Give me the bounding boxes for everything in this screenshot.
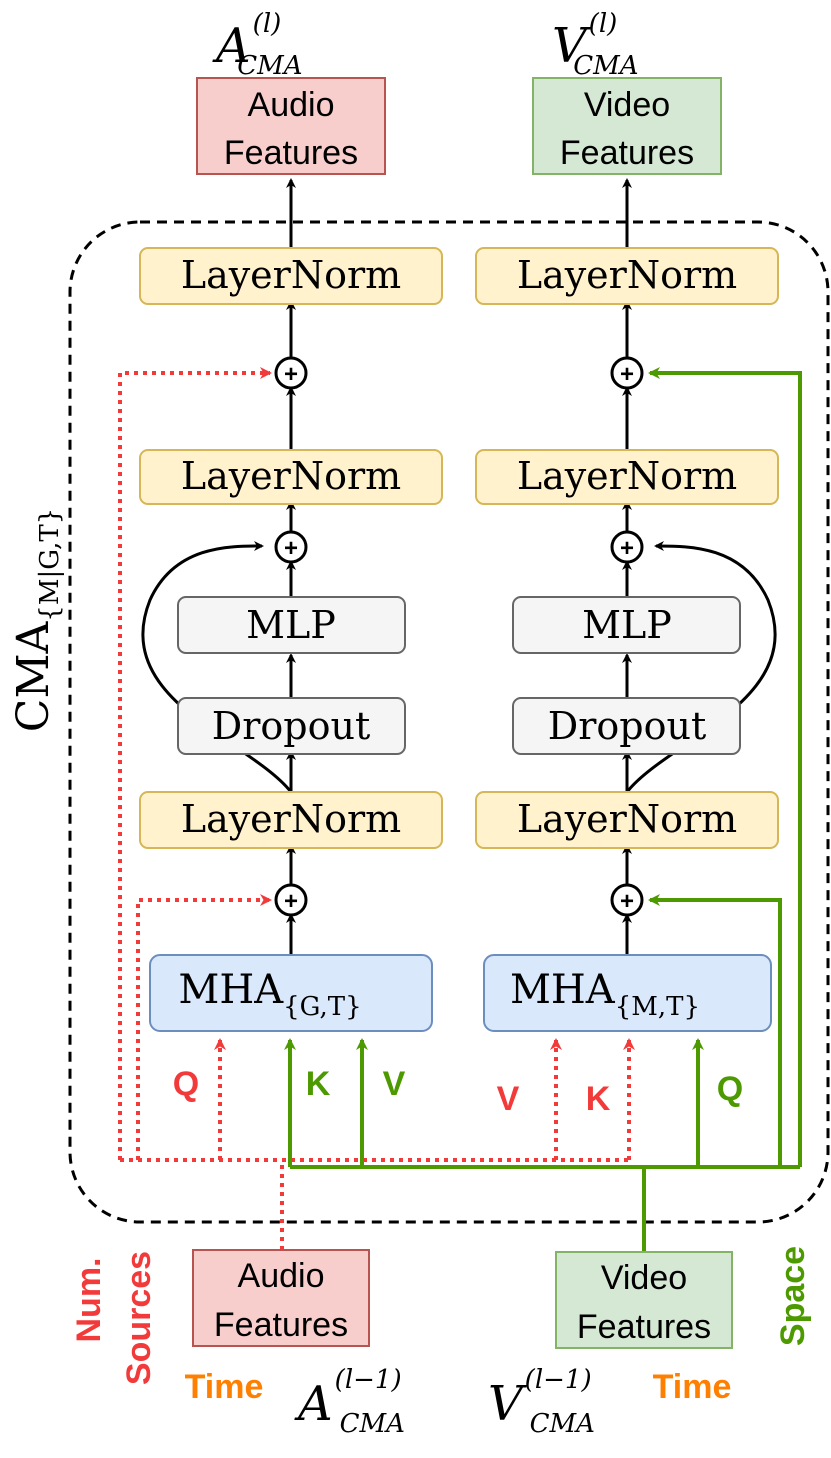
svg-text:MHA{M,T}: MHA{M,T}	[510, 967, 700, 1022]
video-layernorm-bottom	[475, 791, 779, 849]
num-sources-label-line2: Sources	[120, 1251, 158, 1385]
video-output-box	[532, 77, 722, 175]
svg-text:+: +	[284, 888, 298, 915]
svg-text:LayerNorm: LayerNorm	[181, 253, 401, 297]
video-input-symbol: V(l−1)CMA	[488, 1365, 595, 1439]
video-layernorm-mid	[475, 449, 779, 505]
video-output-line2: Features	[560, 134, 694, 172]
audio-add-attn	[274, 883, 308, 917]
audio-q-label: Q	[173, 1065, 199, 1103]
video-layernorm-top	[475, 247, 779, 305]
svg-text:Features: Features	[577, 1308, 711, 1346]
video-add-top	[610, 356, 644, 390]
svg-text:Video: Video	[601, 1259, 687, 1297]
svg-text:LayerNorm: LayerNorm	[517, 797, 737, 841]
svg-text:Features: Features	[214, 1306, 348, 1344]
svg-text:LayerNorm: LayerNorm	[517, 253, 737, 297]
svg-text:MLP: MLP	[582, 603, 672, 647]
audio-add-top	[274, 356, 308, 390]
audio-layernorm-mid	[139, 449, 443, 505]
video-output-symbol: V(l)CMA	[552, 9, 639, 81]
cma-block-label: CMA{M|G,T}	[8, 508, 65, 732]
audio-k-label: K	[306, 1065, 331, 1103]
video-input-box	[555, 1251, 733, 1349]
svg-text:+: +	[620, 888, 634, 915]
svg-text:+: +	[620, 535, 634, 562]
audio-input-symbol: A(l−1)CMA	[294, 1365, 405, 1439]
audio-input-connections	[118, 367, 635, 1250]
audio-layernorm-bottom	[139, 791, 443, 849]
audio-mha-box	[149, 954, 433, 1032]
svg-text:MLP: MLP	[246, 603, 336, 647]
video-add-mlp	[610, 530, 644, 564]
svg-text:Audio: Audio	[238, 1257, 325, 1295]
time-label-left: Time	[185, 1368, 264, 1406]
video-dropout-box	[512, 697, 741, 755]
audio-dropout-box	[177, 697, 406, 755]
video-output-line1: Video	[584, 86, 670, 124]
time-label-right: Time	[653, 1368, 732, 1406]
svg-text:+: +	[620, 361, 634, 388]
video-k-label: K	[586, 1080, 611, 1118]
audio-output-line1: Audio	[248, 86, 335, 124]
video-q-label: Q	[717, 1070, 743, 1108]
audio-mlp-box	[177, 596, 406, 654]
svg-text:Dropout: Dropout	[548, 704, 706, 748]
num-sources-label-line1: Num.	[70, 1258, 108, 1343]
svg-text:LayerNorm: LayerNorm	[517, 454, 737, 498]
audio-input-box	[192, 1249, 370, 1347]
audio-output-symbol: A(l)CMA	[212, 9, 303, 81]
video-mha-box	[483, 954, 772, 1032]
svg-text:+: +	[284, 535, 298, 562]
audio-v-label: V	[383, 1065, 406, 1103]
video-add-attn	[610, 883, 644, 917]
audio-output-box	[196, 77, 386, 175]
svg-text:LayerNorm: LayerNorm	[181, 797, 401, 841]
cma-block-border	[68, 220, 830, 1224]
svg-text:Dropout: Dropout	[212, 704, 370, 748]
video-input-connections	[284, 367, 802, 1252]
video-mlp-box	[512, 596, 741, 654]
space-label: Space	[774, 1246, 812, 1346]
svg-text:CMA{M|G,T}: CMA{M|G,T}	[8, 508, 65, 732]
audio-output-line2: Features	[224, 134, 358, 172]
svg-text:MHA{G,T}: MHA{G,T}	[178, 967, 361, 1022]
audio-layernorm-top	[139, 247, 443, 305]
audio-add-mlp	[274, 530, 308, 564]
svg-text:+: +	[284, 361, 298, 388]
video-v-label: V	[497, 1080, 520, 1118]
svg-text:LayerNorm: LayerNorm	[181, 454, 401, 498]
